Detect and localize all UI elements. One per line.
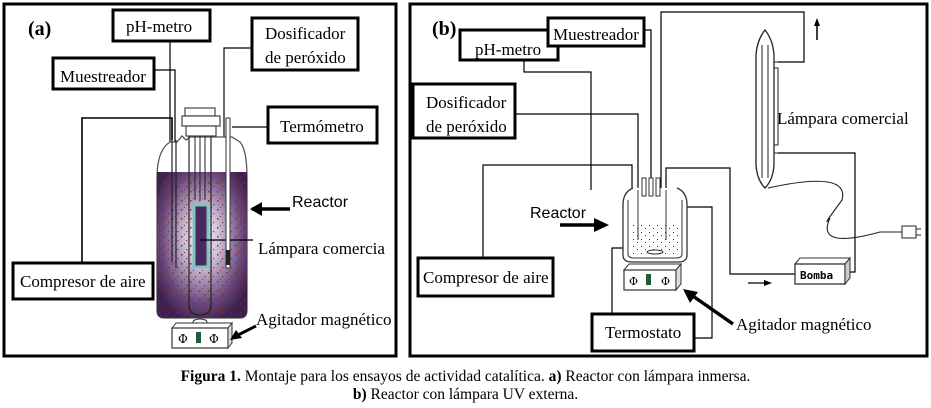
reactor-vessel-b [622,177,688,263]
pump-outlet-line [778,152,856,273]
lamp-cable [767,180,902,239]
lamp-label-a: Lámpara comercia [258,239,385,258]
compressor-label-a: Compresor de aire [20,272,146,291]
doser-box-a [250,16,360,72]
caption-text: Montaje para los ensayos de actividad ca… [240,368,549,385]
svg-text:Φ: Φ [661,275,670,288]
magnetic-stirrer-b: Φ Φ [622,262,683,292]
thermostat-box-b [590,312,696,353]
pump-label: Bomba [800,269,833,282]
pump-inlet-line [665,167,795,275]
doser-label-a-2: de peróxido [265,48,346,67]
figure-label: Figura 1. [180,368,241,385]
reactor-label-a: Reactor [292,194,349,211]
compressor-box-a [11,261,155,301]
power-plug-icon [901,225,917,239]
svg-text:Φ: Φ [178,332,188,346]
thermometer-a [225,117,231,269]
ph-meter-line-b [523,60,592,190]
sampler-box-a [51,56,156,91]
svg-text:Φ: Φ [209,332,219,346]
doser-line-b [515,113,639,190]
reactor-vessel-a [156,107,253,326]
thermostat-label-b: Termostato [605,323,681,342]
caption-part-a-text: Reactor con lámpara inmersa. [561,368,751,385]
ph-meter-box-b [458,28,560,62]
sampler-label-b: Muestreador [553,25,639,44]
panel-a-label: (a) [28,18,51,40]
pump-b: Bomba [793,256,852,286]
sampler-label-a: Muestreador [60,67,146,86]
stirrer-arrow-b [688,292,735,326]
thermostat-loop-2 [684,206,713,339]
reactor-cap-top [184,107,216,117]
ph-meter-label-b: pH-metro [475,40,541,59]
reactor-label-b: Reactor [530,205,587,222]
ph-meter-label-a: pH-metro [126,17,192,36]
doser-box-b [411,82,517,140]
compressor-label-b: Compresor de aire [423,268,549,287]
figure-caption-line-1: Figura 1. Montaje para los ensayos de ac… [0,368,931,386]
doser-label-b-1: Dosificador [426,93,507,112]
caption-part-b-text: Reactor con lámpara UV externa. [366,386,579,403]
panel-a: (a) [2,2,398,358]
stirrer-label-b: Agitador magnético [736,315,872,334]
compressor-line-b [482,164,633,262]
external-uv-lamp [755,28,921,239]
panel-b: (b) Bomba [408,2,929,358]
thermometer-box-a [266,105,379,145]
ph-meter-box-a [111,8,212,43]
doser-label-a-1: Dosificador [265,24,346,43]
stirrer-label-a: Agitador magnético [256,310,392,329]
compressor-line [81,117,173,262]
magnetic-stirrer-a: Φ Φ [170,321,234,350]
svg-text:Φ: Φ [629,275,638,288]
caption-part-b-label: b) [352,386,367,403]
caption-part-a-label: a) [548,368,562,385]
uv-lamp-a [192,203,210,269]
lamp-outlet-line [660,11,805,188]
doser-label-b-2: de peróxido [426,117,507,136]
figure-caption-line-2: b) Reactor con lámpara UV externa. [0,386,931,404]
panel-b-label: (b) [432,18,456,40]
lamp-well [188,136,212,316]
thermometer-label-a: Termómetro [280,117,364,136]
sampler-line-b [645,29,652,190]
lamp-label-b: Lámpara comercial [777,109,909,128]
compressor-box-b [416,256,555,298]
sampler-box-b [546,16,646,48]
